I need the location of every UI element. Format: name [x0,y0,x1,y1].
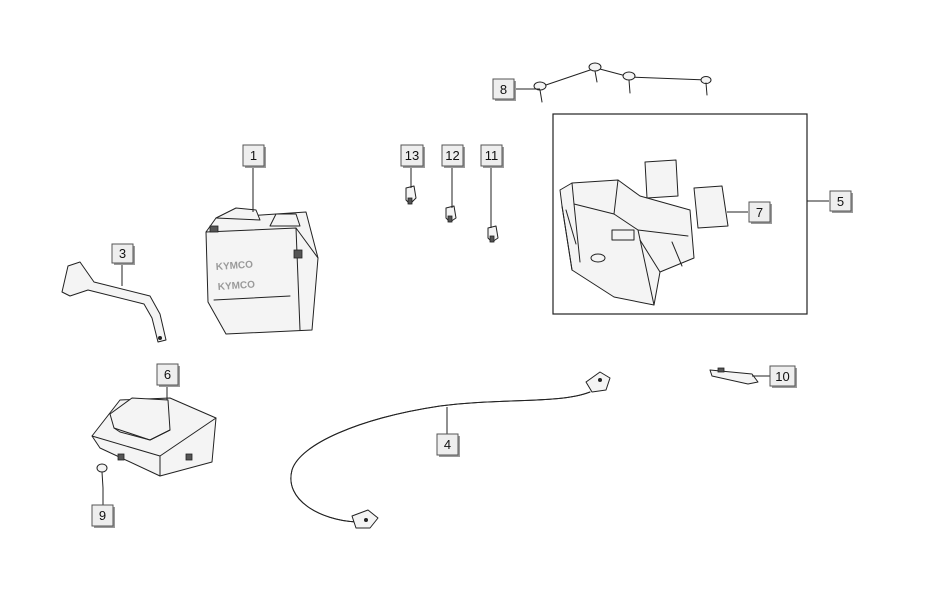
callout-label: 11 [485,148,499,163]
callout-3: 3 [111,243,135,265]
callout-label: 8 [500,82,507,97]
leader-lines [102,88,829,505]
part-13-fuse [405,185,417,205]
callout-4: 4 [436,433,460,457]
part-12-fuse [445,205,457,223]
callout-label: 6 [164,367,171,382]
part-5-frame [552,113,808,315]
callout-6: 6 [156,363,180,387]
callout-13: 13 [400,144,425,168]
part-8-bolts [533,62,712,103]
part-6-cover [91,397,217,477]
part-3-bracket [61,261,167,343]
bolt-icon [533,81,547,103]
callout-12: 12 [441,144,465,168]
callout-label: 7 [756,205,763,220]
part-4-cable [290,371,611,529]
callout-label: 12 [445,148,459,163]
callout-label: 4 [444,437,451,452]
callout-1: 1 [242,144,266,168]
callout-7: 7 [748,201,772,224]
part-7-pad [693,185,729,229]
part-9-screw [96,463,108,489]
callout-label: 10 [775,369,789,384]
callout-label: 3 [119,246,126,261]
callout-label: 1 [250,148,257,163]
bolt-icon [622,71,636,94]
part-7-pad [644,159,679,199]
part-10-strap [709,367,759,385]
bolt-icon [588,62,602,83]
callout-8: 8 [492,78,516,101]
battery-brand-label: KYMCO [217,279,255,293]
callout-10: 10 [769,365,797,388]
part-1-battery: KYMCO KYMCO [205,207,319,335]
callout-label: 13 [405,148,419,163]
bolt-icon [700,76,712,96]
battery-brand-label: KYMCO [215,259,253,273]
callout-11: 11 [480,144,504,168]
callout-5: 5 [829,190,853,213]
callout-9: 9 [91,504,115,528]
callout-label: 9 [99,508,106,523]
callout-label: 5 [837,194,844,209]
part-11-fuse [487,225,499,243]
part-5-battery-box [552,113,808,315]
